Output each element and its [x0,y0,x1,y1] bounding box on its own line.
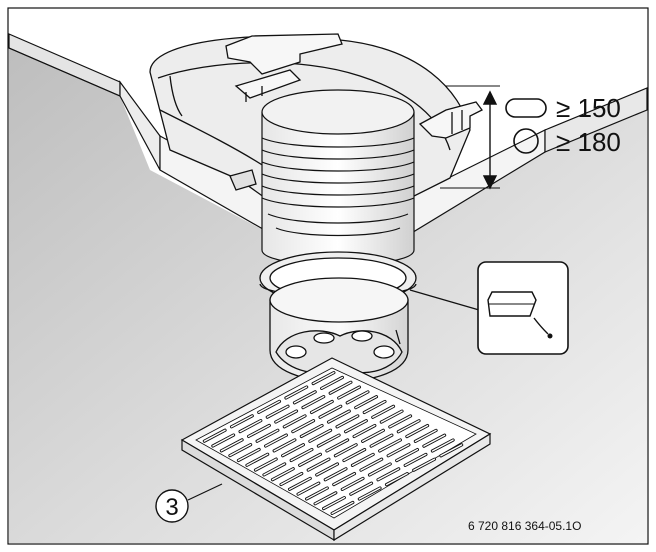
callout-3: 3 [155,483,223,523]
grille-slot-highlight [378,439,402,452]
grille-slot-highlight [283,415,306,428]
grille-slot-highlight [263,463,286,476]
grille-slot-highlight [343,448,366,462]
grille-slot-highlight [203,429,226,442]
grille-slot-highlight [389,415,412,428]
grille-slot-highlight [360,458,383,471]
grille-slot-highlight [346,391,369,404]
oval-duct-icon [505,98,547,118]
grille-slot-highlight [280,472,303,486]
grille-slot-highlight [310,400,333,414]
grille-slot-highlight [327,410,350,423]
grille-slot-highlight [377,468,400,481]
grille-slot-highlight [299,453,322,466]
grille-slot-highlight [229,443,252,457]
flexible-duct [261,89,415,266]
grille-slot-highlight [336,415,359,428]
grille-slot-highlight [322,496,346,510]
grille-slot-highlight [305,487,328,500]
grille-slot-highlight [404,453,427,467]
grille-slot-highlight [361,429,385,442]
grille-slot-highlight [338,386,361,399]
grille-slot-highlight [317,434,340,447]
grille-slot-highlight [385,472,408,486]
fan-body [269,277,409,383]
grille-slot-highlight [431,439,454,452]
grille-slot-highlight [372,405,395,418]
grille-slot-highlight [264,434,288,447]
grille-slot-highlight [239,419,262,433]
grille-slot-highlight [256,429,279,442]
grille-slot-highlight [307,458,330,471]
grille-slot-highlight [326,439,349,452]
grille-slot-highlight [300,424,323,438]
grille-slot-highlight [355,395,378,409]
grille-slot-highlight [329,381,352,394]
grille-slot-highlight [293,391,316,404]
grille-slot-highlight [275,410,298,423]
inset-leader [409,289,487,313]
grille-slot-highlight [358,487,381,500]
grille-slot-highlight [353,424,376,438]
grille-slot-highlight [341,477,364,491]
grille-slot-highlight [368,463,391,476]
grille-slot-highlight [246,453,269,466]
grille-slot-highlight [387,444,410,457]
grille-slot-highlight [423,434,446,447]
grille-slot-highlight [290,448,313,462]
grille-slot-highlight [254,458,277,471]
grille-slot-highlight [302,395,325,409]
grille-slot-highlight [324,468,347,481]
oval-dimension-label: ≥ 150 [556,93,621,123]
grille-slot-highlight [292,419,315,433]
grille-slot-highlight [350,482,373,495]
grille-slot-highlight [440,444,463,457]
clip-detail-inset [477,261,569,355]
circle-dimension-label: ≥ 180 [556,127,621,157]
grille-slot-highlight [406,424,429,438]
grille-slot-highlight [237,448,260,462]
grille-slot-highlight [316,463,339,476]
grille-slots [202,371,464,515]
round-duct-icon [513,128,539,154]
grille-slot-highlight [396,448,419,462]
grille-slot-highlight [230,415,253,428]
grille-slot-highlight [220,439,243,452]
grille-slot-highlight [288,477,311,491]
grille-slot-highlight [314,492,337,505]
grille-slot-highlight [212,434,235,447]
grille-slot-highlight [273,439,296,452]
grille-slot-highlight [363,400,386,414]
grille-slot-highlight [247,424,270,438]
grille-slot-highlight [271,468,294,481]
grille-slot-highlight [331,501,354,515]
callout-number: 3 [165,494,178,521]
figure-code: 6 720 816 364-05.1O [468,519,581,533]
grille-slot-highlight [319,405,342,418]
grille-slot-highlight [281,444,305,457]
grille-slot-highlight [334,444,357,457]
height-dimension-line [440,85,500,190]
grille-slot-highlight [320,376,344,390]
ventilation-grille [180,357,492,542]
grille-slot-highlight [380,410,403,423]
grille-slot-highlight [397,420,420,433]
grille-slot-highlight [309,429,332,442]
grille-slot-highlight [370,434,393,447]
grille-slot-highlight [344,420,367,433]
grille-slot-highlight [266,405,289,418]
grille-slot-highlight [258,400,281,414]
grille-slot-highlight [333,472,356,486]
grille-slot-highlight [312,371,335,385]
grille-slot-highlight [351,453,374,467]
grille-slot-highlight [285,386,308,399]
grille-slot-highlight [297,482,320,495]
grille-slot-highlight [414,429,437,443]
grille-slot-highlight [413,458,436,471]
dimension-labels: ≥ 150 ≥ 180 [505,93,621,157]
